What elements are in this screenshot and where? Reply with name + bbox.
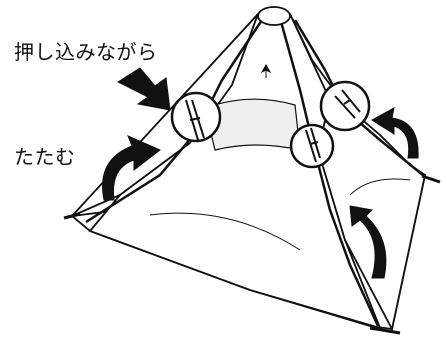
press-while-label: 押し込みながら [14,36,158,65]
fold-label: たたむ [14,141,76,170]
press-arrow-icon [118,68,170,110]
tent-top-hub [258,7,290,25]
